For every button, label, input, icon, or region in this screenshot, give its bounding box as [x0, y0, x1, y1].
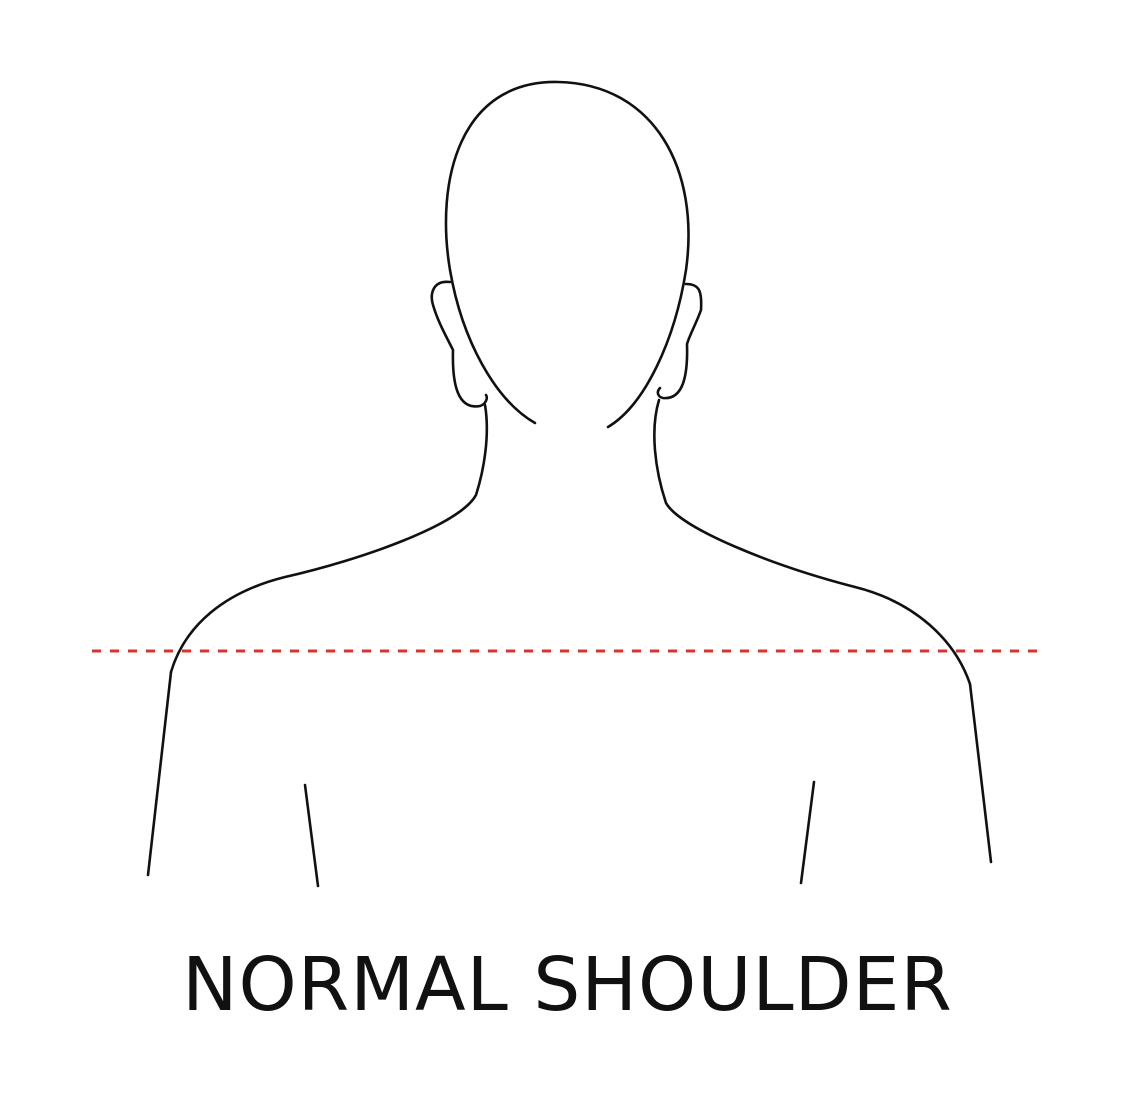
left-arm-outline [146, 670, 173, 877]
right-neck-shoulder-outline [653, 398, 972, 686]
diagram-caption: NORMAL SHOULDER [182, 942, 953, 1028]
right-torso-line [799, 780, 816, 885]
right-arm-outline [968, 682, 993, 864]
head-outline [444, 80, 690, 429]
left-ear-outline [430, 280, 489, 408]
left-torso-line [303, 783, 320, 888]
left-neck-shoulder-outline [169, 403, 489, 674]
right-ear-outline [656, 282, 703, 400]
